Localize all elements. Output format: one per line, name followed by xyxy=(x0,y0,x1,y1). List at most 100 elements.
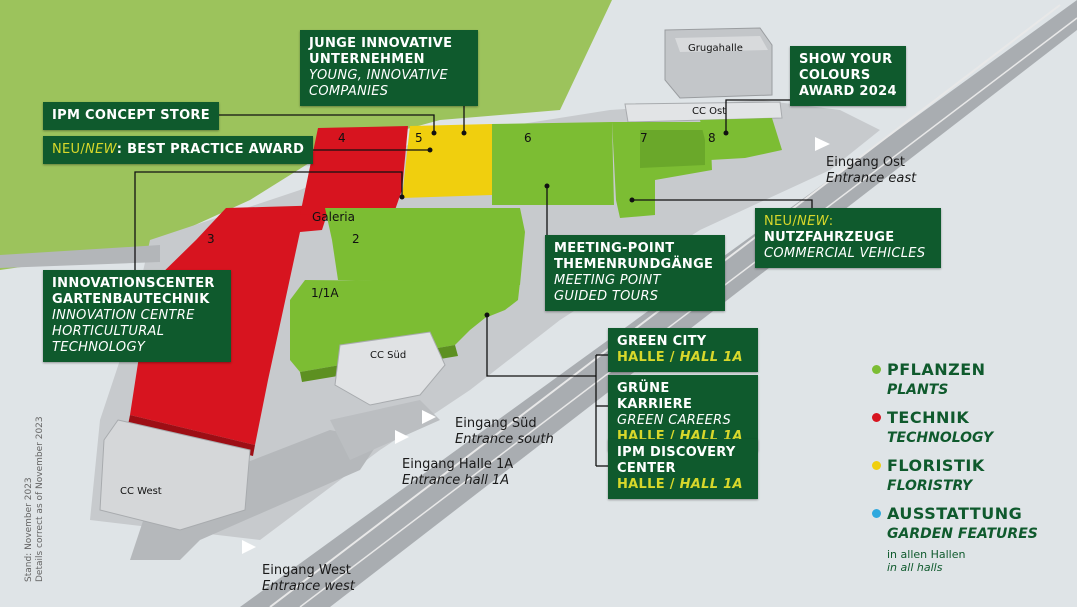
hall-label-6: 6 xyxy=(524,131,532,145)
hall-5 xyxy=(402,124,492,198)
nutz-line2: NUTZFAHRZEUGE xyxy=(764,230,895,245)
point-concept xyxy=(431,130,437,136)
hall-label-2: 2 xyxy=(352,232,360,246)
entrance-west: Eingang West Entrance west xyxy=(262,563,355,595)
meeting-line3: MEETING POINT xyxy=(554,273,661,288)
nutz-colon: : xyxy=(828,214,834,229)
cc-ost-label: CC Ost xyxy=(692,106,727,117)
leader-innov xyxy=(134,171,403,270)
green-city-hall: HALL 1A xyxy=(679,350,743,365)
hall-label-3: 3 xyxy=(207,232,215,246)
meeting-line4: GUIDED TOURS xyxy=(554,289,659,304)
entrance-hall1a: Eingang Halle 1A Entrance hall 1A xyxy=(402,457,513,489)
motorway-lane-2 xyxy=(299,17,1077,607)
junge-line1: JUNGE INNOVATIVE xyxy=(309,36,453,51)
nutz-line3: COMMERCIAL VEHICLES xyxy=(764,246,926,261)
cc-west-label: CC West xyxy=(120,486,162,497)
legend-pflanzen-en: PLANTS xyxy=(887,382,949,398)
box-best-practice: NEU/NEW: BEST PRACTICE AWARD xyxy=(43,136,314,164)
entrance-south-marker[interactable] xyxy=(422,410,436,424)
legend-pflanzen: PFLANZEN PLANTS xyxy=(872,360,1072,398)
entrance-east: Eingang Ost Entrance east xyxy=(826,155,916,187)
box-show-your-colours: SHOW YOUR COLOURS AWARD 2024 xyxy=(790,46,906,106)
box-gruene-karriere: GRÜNE KARRIERE GREEN CAREERS HALLE / HAL… xyxy=(608,375,758,451)
legend-ausstattung: AUSSTATTUNG GARDEN FEATURES xyxy=(872,504,1072,542)
hall-8 xyxy=(700,118,782,160)
concept-label: IPM CONCEPT STORE xyxy=(52,108,210,123)
entrance-east-de: Eingang Ost xyxy=(826,155,906,170)
hall-label-4: 4 xyxy=(338,131,346,145)
legend-pflanzen-de: PFLANZEN xyxy=(887,360,986,379)
entrance-south-en: Entrance south xyxy=(455,432,554,447)
hall-4 xyxy=(300,126,408,215)
pflanzen-dot-icon xyxy=(872,365,881,374)
gruene-line1: GRÜNE KARRIERE xyxy=(617,381,693,412)
stand-en: Details correct as of November 2023 xyxy=(35,416,45,582)
legend: PFLANZEN PLANTS TECHNIK TECHNOLOGY FLORI… xyxy=(872,360,1072,574)
junge-line3: YOUNG, INNOVATIVE xyxy=(309,68,448,83)
innov-line5: TECHNOLOGY xyxy=(52,340,146,355)
entrance-west-en: Entrance west xyxy=(262,579,355,594)
box-junge-innovative: JUNGE INNOVATIVE UNTERNEHMEN YOUNG, INNO… xyxy=(300,30,478,106)
hall-6 xyxy=(492,122,614,205)
legend-note: in allen Hallen in all halls xyxy=(872,548,1072,574)
entrance-east-marker[interactable] xyxy=(815,137,830,151)
leader-hall1a xyxy=(486,315,596,377)
hall-label-1: 1/1A xyxy=(311,286,339,300)
discovery-line1: IPM DISCOVERY xyxy=(617,445,736,460)
legend-technik: TECHNIK TECHNOLOGY xyxy=(872,408,1072,446)
nutz-new: NEW xyxy=(797,214,829,229)
innov-line4: HORTICULTURAL xyxy=(52,324,165,339)
legend-floristik-en: FLORISTRY xyxy=(887,478,973,494)
legend-floristik-de: FLORISTIK xyxy=(887,456,985,475)
grugahalle-roof xyxy=(675,36,768,52)
legend-floristik: FLORISTIK FLORISTRY xyxy=(872,456,1072,494)
meeting-line2: THEMENRUNDGÄNGE xyxy=(554,257,714,272)
meeting-line1: MEETING-POINT xyxy=(554,241,675,256)
box-nutzfahrzeuge: NEU/NEW: NUTZFAHRZEUGE COMMERCIAL VEHICL… xyxy=(755,208,941,268)
junge-line4: COMPANIES xyxy=(309,84,389,99)
cc-west-building xyxy=(99,419,251,531)
best-neu: NEU/ xyxy=(52,142,86,157)
point-nutz xyxy=(629,197,635,203)
road-south-2 xyxy=(330,400,440,460)
innov-line3: INNOVATION CENTRE xyxy=(52,308,195,323)
point-innov xyxy=(399,194,405,200)
cc-ost-building xyxy=(624,101,783,123)
grugahalle-label: Grugahalle xyxy=(688,43,743,54)
gruene-line2: GREEN CAREERS xyxy=(617,413,732,428)
green-city-line1: GREEN CITY xyxy=(617,334,707,349)
entrance-hall1a-marker[interactable] xyxy=(395,430,409,444)
entrance-south-de: Eingang Süd xyxy=(455,416,537,431)
box-concept-store: IPM CONCEPT STORE xyxy=(43,102,219,130)
junge-line2: UNTERNEHMEN xyxy=(309,52,425,67)
point-best xyxy=(427,147,433,153)
hall-7-ribs xyxy=(640,130,705,168)
hall-label-8: 8 xyxy=(708,131,716,145)
point-junge xyxy=(461,130,467,136)
show-line1: SHOW YOUR xyxy=(799,52,893,67)
legend-ausstattung-de: AUSSTATTUNG xyxy=(887,504,1023,523)
floristik-dot-icon xyxy=(872,461,881,470)
point-meeting xyxy=(544,183,550,189)
discovery-hall: HALL 1A xyxy=(679,477,743,492)
box-green-city: GREEN CITY HALLE / HALL 1A xyxy=(608,328,758,372)
cc-sued-label: CC Süd xyxy=(370,350,407,361)
innov-line1: INNOVATIONSCENTER xyxy=(52,276,215,291)
point-show xyxy=(723,130,729,136)
technik-dot-icon xyxy=(872,413,881,422)
entrance-west-marker[interactable] xyxy=(242,540,256,554)
entrance-hall1a-en: Entrance hall 1A xyxy=(402,473,510,488)
box-innovationscenter: INNOVATIONSCENTER GARTENBAUTECHNIK INNOV… xyxy=(43,270,231,362)
legend-note-de: in allen Hallen xyxy=(887,548,966,561)
stand-note: Stand: November 2023 Details correct as … xyxy=(24,416,46,582)
leader-show xyxy=(725,99,802,133)
legend-ausstattung-en: GARDEN FEATURES xyxy=(887,526,1038,542)
hall-2 xyxy=(325,208,525,285)
best-new: NEW xyxy=(85,142,117,157)
road-south xyxy=(130,430,380,560)
discovery-line2: CENTER xyxy=(617,461,676,476)
cc-sued-building xyxy=(334,331,446,406)
leader-nutz xyxy=(632,199,813,210)
best-rest: : BEST PRACTICE AWARD xyxy=(116,142,305,157)
